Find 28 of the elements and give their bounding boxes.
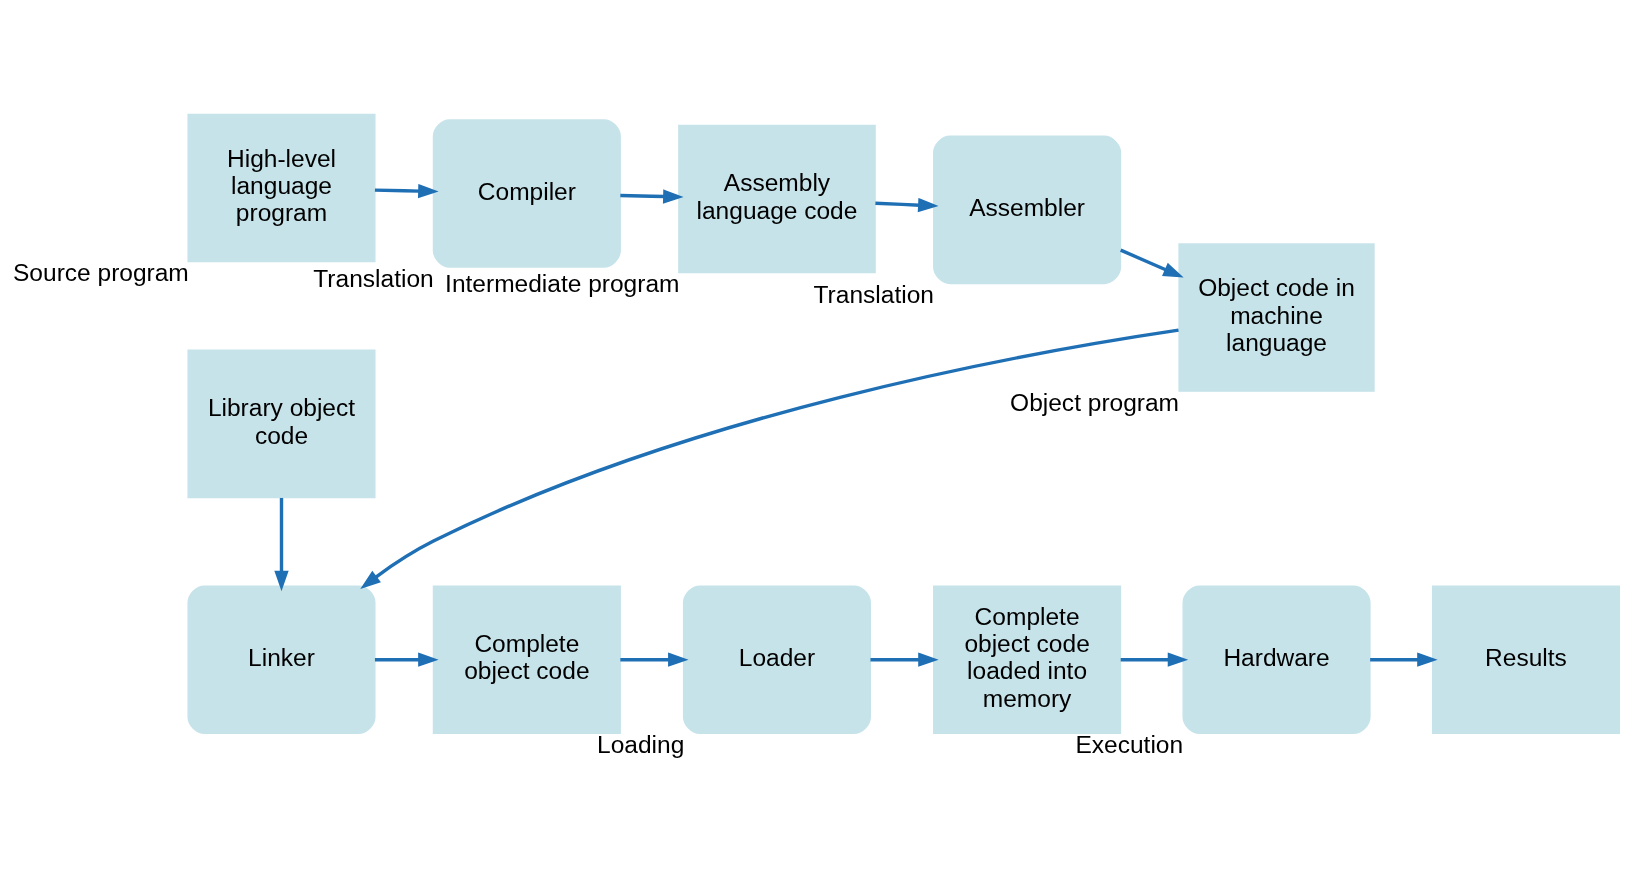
arrow	[1120, 248, 1184, 278]
node-box: Assembly language code	[678, 124, 876, 274]
node-label: Translation	[813, 281, 934, 309]
node-box: Object code in machine language	[1178, 243, 1375, 392]
arrow	[274, 497, 289, 592]
node-box: Results	[1431, 585, 1621, 734]
node-box: Hardware	[1182, 585, 1371, 734]
arrow	[1120, 652, 1189, 667]
node-label: Intermediate program	[445, 270, 680, 298]
node-box: High-level language program	[187, 113, 376, 263]
node-box: Complete object code	[432, 585, 621, 734]
node-box: Complete object code loaded into memory	[933, 585, 1122, 734]
node-box: Compiler	[432, 119, 621, 268]
node-box: Assembler	[933, 135, 1122, 285]
node-box: Library object code	[187, 349, 376, 499]
arrow	[360, 328, 1179, 589]
node-box: Linker	[187, 585, 376, 734]
arrow	[620, 652, 689, 667]
arrow	[875, 197, 939, 213]
arrow	[374, 183, 439, 199]
arrow	[620, 189, 684, 204]
node-label: Object program	[1010, 388, 1180, 416]
node-label: Translation	[313, 264, 434, 292]
arrow	[1370, 652, 1438, 667]
arrow	[870, 652, 939, 667]
arrow	[374, 652, 439, 667]
node-box: Loader	[682, 585, 871, 734]
node-label: Source program	[13, 259, 189, 287]
